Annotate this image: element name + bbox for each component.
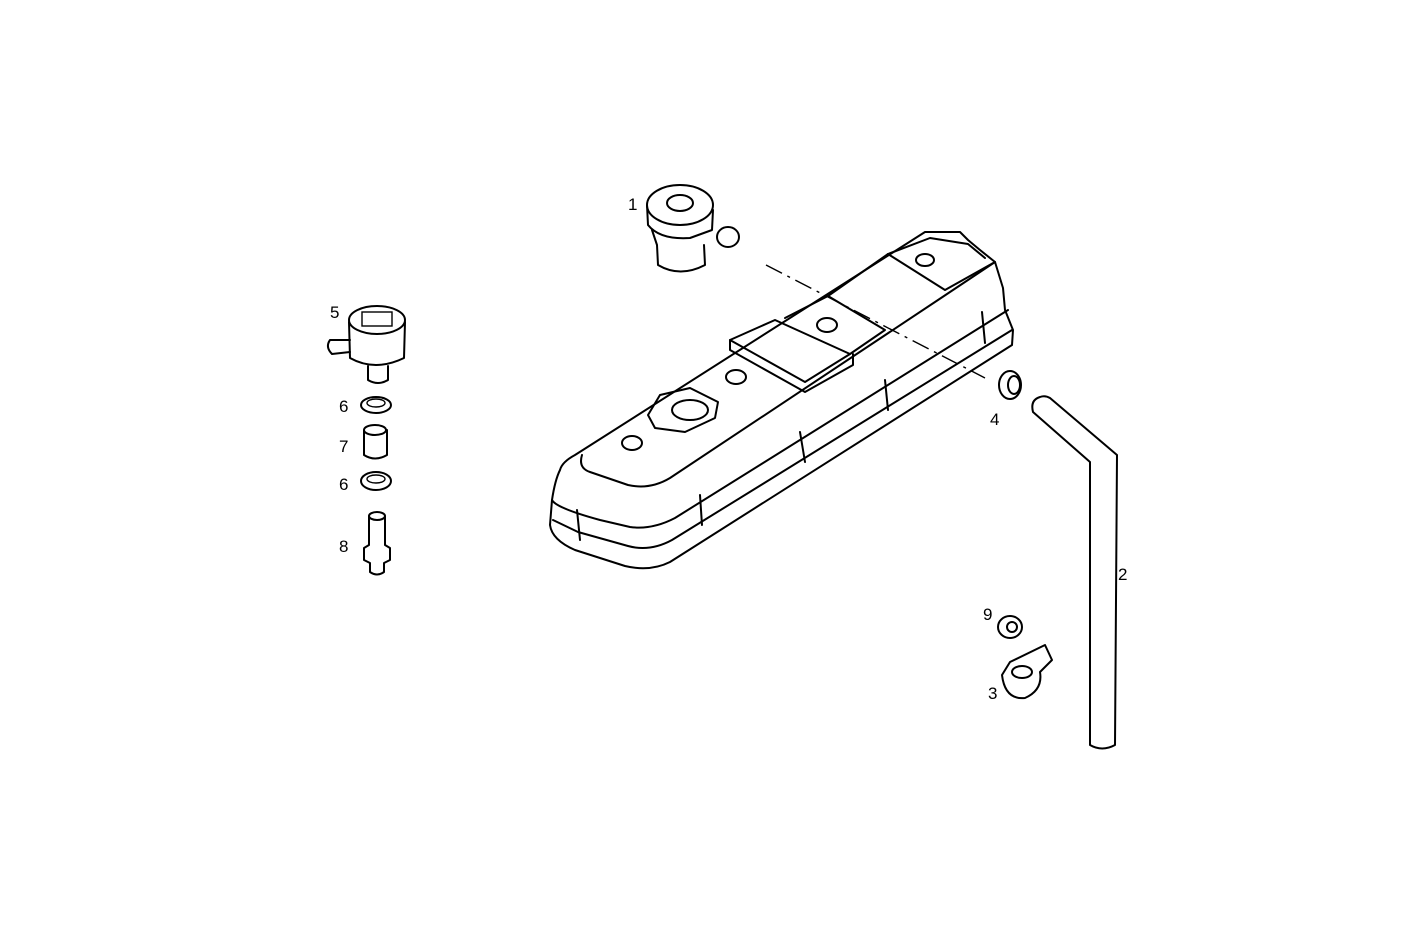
- callout-4: 4: [990, 410, 999, 429]
- washer-part: [997, 615, 1023, 639]
- hose-clamp-part: [998, 370, 1022, 400]
- callout-7: 7: [339, 437, 348, 456]
- assembly-centerline: [765, 264, 986, 379]
- valve-cover: [549, 231, 1014, 570]
- oil-separator-part: [326, 305, 406, 384]
- sleeve-part: [363, 424, 388, 460]
- callout-1: 1: [628, 195, 637, 214]
- callout-9: 9: [983, 605, 992, 624]
- callout-3: 3: [988, 684, 997, 703]
- fitting-part: [363, 511, 391, 576]
- callout-6-lower: 6: [339, 475, 348, 494]
- clamp-lower-part: [360, 471, 392, 491]
- clamp-bracket-part: [1001, 644, 1053, 700]
- callout-6-upper: 6: [339, 397, 348, 416]
- callout-2: 2: [1118, 565, 1127, 584]
- callout-5: 5: [330, 303, 339, 322]
- breather-cap-part: [646, 184, 740, 273]
- hose-part: [1031, 395, 1118, 750]
- clamp-upper-part: [360, 396, 392, 414]
- callout-8: 8: [339, 537, 348, 556]
